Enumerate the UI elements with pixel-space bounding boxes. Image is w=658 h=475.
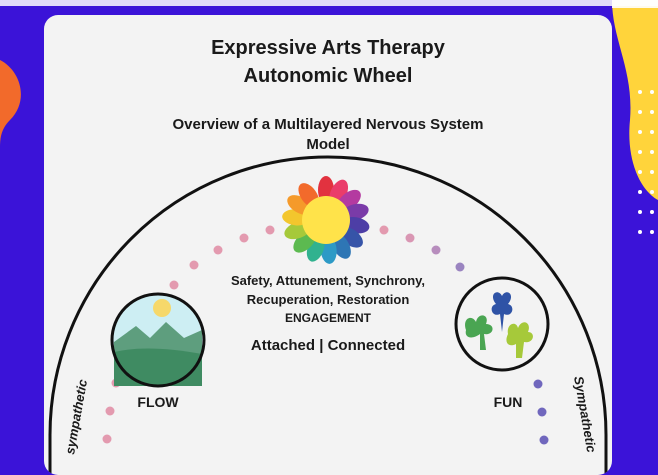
- wheel-outer-arc: [48, 155, 608, 475]
- yellow-corner-shape: [612, 0, 658, 200]
- engagement-qualities-line1: Safety, Attunement, Synchrony,: [230, 273, 426, 288]
- flow-label: FLOW: [137, 394, 179, 410]
- white-dot-pattern: [638, 90, 654, 234]
- engagement-qualities-line2: Recuperation, Restoration: [246, 292, 410, 307]
- poster-card: Expressive Arts Therapy Autonomic Wheel …: [44, 15, 612, 475]
- fun-label: FUN: [493, 394, 523, 410]
- subtitle-line2: Model: [306, 136, 350, 153]
- orange-wave-shape: [0, 60, 21, 150]
- poster-title-line1: Expressive Arts Therapy: [211, 37, 445, 59]
- poster-title-line2: Autonomic Wheel: [243, 65, 413, 87]
- purple-dot-path: [379, 225, 549, 445]
- engagement-status: Attached | Connected: [250, 337, 406, 354]
- subtitle-line1: Overview of a Multilayered Nervous Syste…: [172, 116, 484, 133]
- coral-icon: [454, 276, 550, 372]
- background-decoration: [0, 0, 658, 234]
- left-arc-label: sympathetic: [62, 377, 90, 455]
- landscape-icon: [110, 292, 206, 388]
- flower-icon: [282, 176, 370, 264]
- engagement-state: ENGAGEMENT: [284, 311, 371, 325]
- autonomic-wheel: sympathetic Sympathetic: [48, 155, 608, 475]
- right-arc-label: Sympathetic: [571, 375, 599, 454]
